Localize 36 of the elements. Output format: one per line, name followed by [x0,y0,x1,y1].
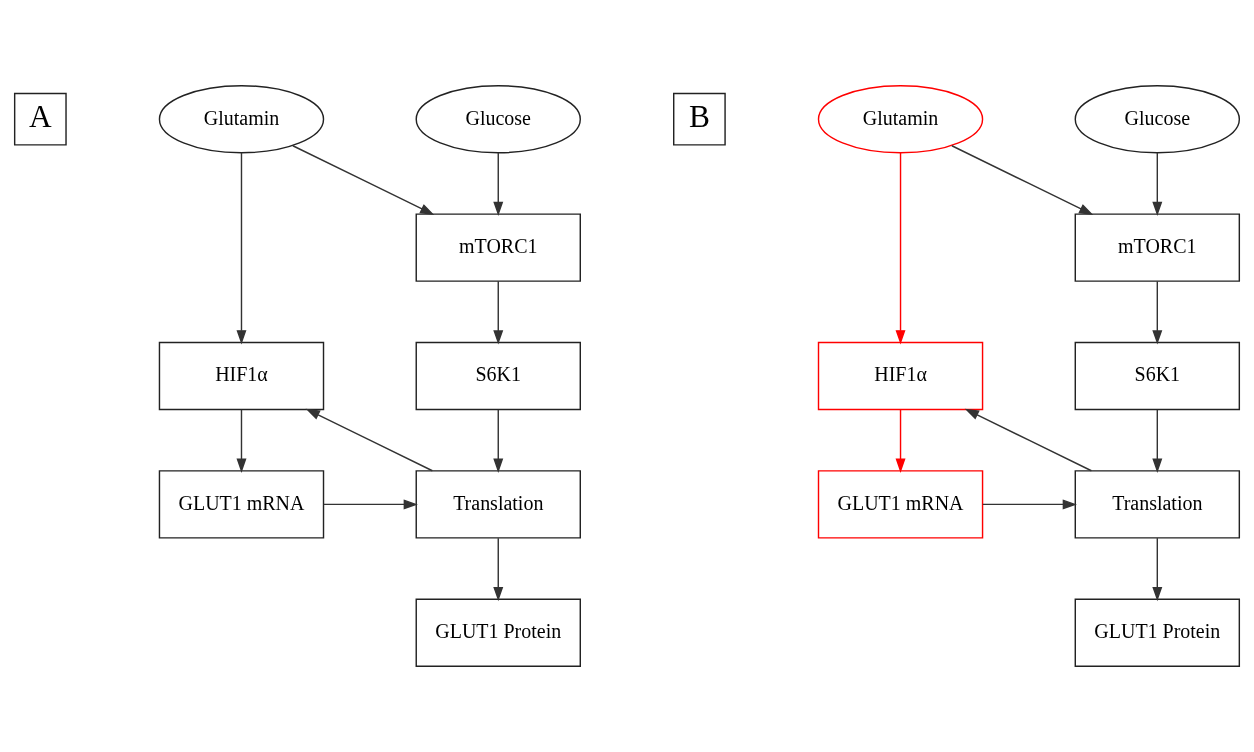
node-ellipse: Glucose [1074,85,1241,154]
node-box: mTORC1 [1074,213,1241,282]
node-ellipse: Glutamin [158,85,325,154]
arrow [493,152,504,217]
arrow [1152,537,1163,602]
arrow [323,499,418,510]
node-box: S6K1 [415,341,581,411]
arrow [1152,280,1163,345]
node-ellipse: Glutamin [817,85,984,154]
arrow [1152,409,1163,473]
node-box: A [13,92,67,146]
node-box: GLUT1 mRNA [158,470,325,539]
node-box: HIF1α [158,341,325,411]
arrow [292,145,435,215]
arrow [1152,152,1163,217]
arrow [236,152,247,345]
arrow [982,499,1077,510]
node-ellipse: Glucose [415,85,581,154]
node-box: Translation [1074,470,1241,539]
arrow [493,280,504,345]
node-box: GLUT1 mRNA [817,470,984,539]
arrow [305,408,434,472]
arrow [236,409,247,473]
arrow [493,409,504,473]
node-box: Translation [415,470,581,539]
arrow [493,537,504,602]
node-box: HIF1α [817,341,984,411]
node-box: B [673,92,726,146]
arrow [895,152,906,345]
arrow [895,409,906,473]
arrow [951,145,1094,215]
node-box: GLUT1 Protein [1074,598,1241,667]
node-box: GLUT1 Protein [415,598,581,667]
node-box: S6K1 [1074,341,1241,411]
arrow [964,408,1093,472]
node-box: mTORC1 [415,213,581,282]
